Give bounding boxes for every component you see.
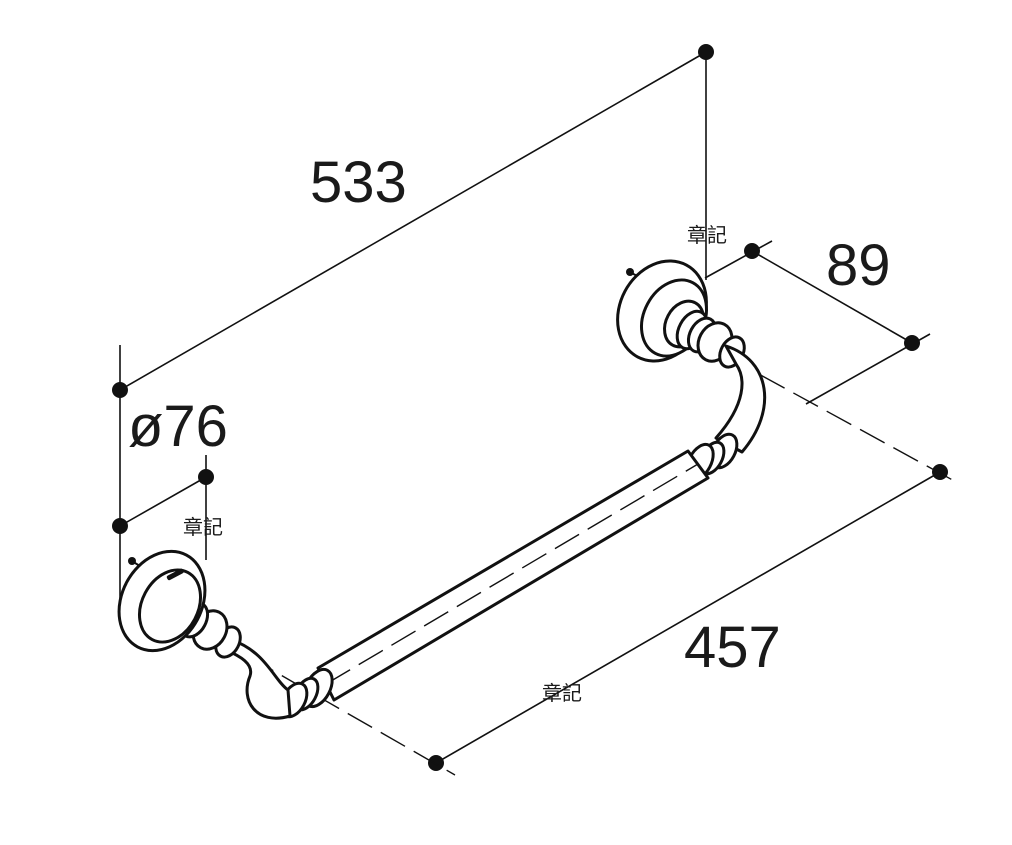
dim-533-left-dot xyxy=(112,382,128,398)
dim-76-label: ø76 xyxy=(128,394,228,459)
left-flange xyxy=(117,549,207,653)
dim-457-line xyxy=(435,471,941,764)
dim-457-right-dot xyxy=(932,464,948,480)
dim-89-label: 89 xyxy=(826,233,891,298)
right-leg xyxy=(714,344,767,454)
dimension-lines xyxy=(112,44,948,771)
dim-76-left-dot xyxy=(112,518,128,534)
dim-457-label: 457 xyxy=(684,615,781,680)
dim-533-right-dot xyxy=(698,44,714,60)
dim-533-line xyxy=(119,51,707,391)
towel-bar-part xyxy=(117,259,767,720)
dim-76-line xyxy=(119,476,207,527)
dim-89-line xyxy=(751,250,913,344)
note-left-flange: 章記 xyxy=(183,515,223,539)
left-leg xyxy=(224,638,292,720)
dim-533-label: 533 xyxy=(310,150,407,215)
note-right-flange: 章記 xyxy=(687,223,727,247)
note-center: 章記 xyxy=(542,681,582,705)
dim-89-bottom-dot xyxy=(904,335,920,351)
dim-89-top-dot xyxy=(744,243,760,259)
right-collar xyxy=(675,309,746,369)
dim-76-right-dot xyxy=(198,469,214,485)
dim-457-left-dot xyxy=(428,755,444,771)
dim-89-ext-top xyxy=(704,240,773,279)
main-bar xyxy=(316,449,710,702)
